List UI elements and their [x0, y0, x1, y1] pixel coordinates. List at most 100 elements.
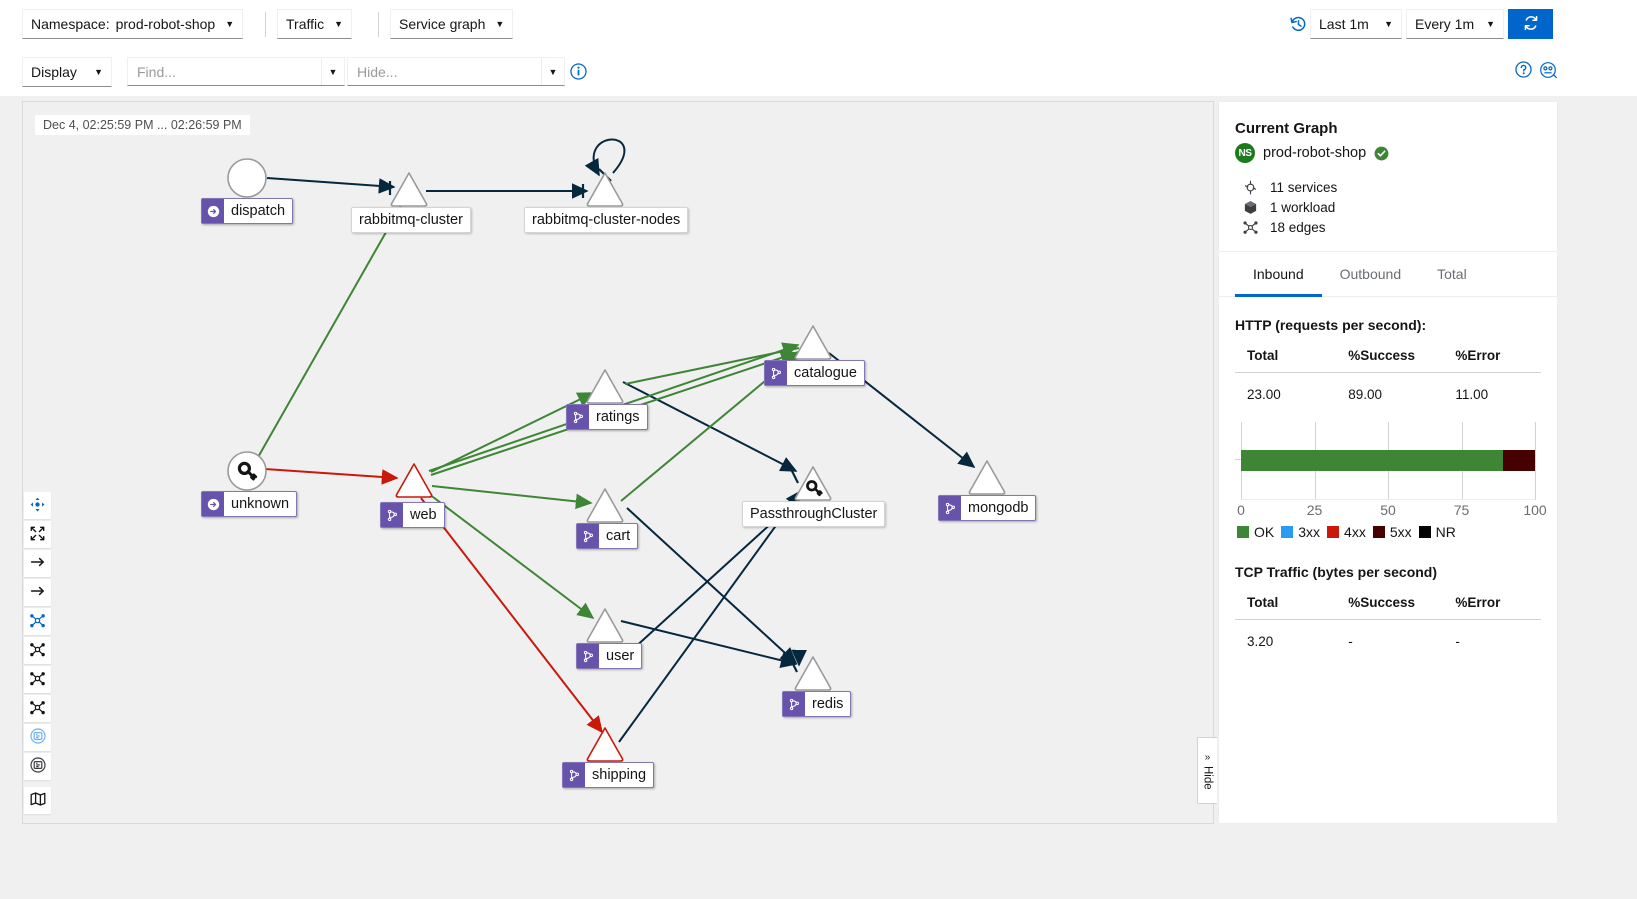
gridline-100	[1535, 422, 1536, 500]
layout-grid-button[interactable]	[24, 579, 51, 606]
node-ratings	[586, 369, 624, 404]
node-dispatch	[227, 158, 267, 198]
graph-legend-icon[interactable]	[1538, 60, 1558, 80]
layout-dagre-button[interactable]	[24, 550, 51, 577]
node-rabbitmq-cluster-nodes	[586, 172, 624, 207]
service-graph-canvas[interactable]: Dec 4, 02:25:59 PM ... 02:26:59 PM	[22, 101, 1214, 824]
expand-arrows-icon	[30, 526, 45, 544]
legend-swatch	[1237, 526, 1249, 538]
info-circle-icon[interactable]	[569, 62, 587, 80]
refresh-interval-selector[interactable]: Every 1m ▼	[1406, 9, 1504, 39]
hide-field-group[interactable]: ▼	[347, 57, 565, 86]
cell-http-total: 23.00	[1247, 387, 1281, 402]
node-label-text: dispatch	[231, 203, 286, 219]
namespace-selector[interactable]: Namespace: prod-robot-shop ▼	[22, 9, 244, 39]
node-label-user[interactable]: user	[576, 643, 643, 669]
edge-unknown-web	[264, 468, 399, 485]
edge-shipping-mongodb	[618, 489, 802, 743]
chevron-down-icon: ▼	[495, 18, 505, 29]
find-dropdown-toggle[interactable]: ▼	[321, 58, 344, 85]
edge-web-cart	[431, 485, 593, 510]
layout-breadthfirst-button[interactable]	[24, 666, 51, 693]
node-label-ratings[interactable]: ratings	[566, 404, 648, 430]
legend-item-ok[interactable]: OK	[1237, 524, 1274, 540]
graph-side-panel: Current Graph NS prod-robot-shop 11	[1218, 101, 1558, 824]
table-row: 3.20 - -	[1235, 620, 1541, 656]
layout-cola-button[interactable]	[24, 608, 51, 635]
node-cart	[586, 488, 624, 523]
legend-label: 3xx	[1298, 524, 1321, 540]
chart-axis-stub	[1235, 459, 1241, 460]
namespace-row: NS prod-robot-shop	[1235, 143, 1541, 177]
hide-input[interactable]	[348, 58, 541, 85]
legend-swatch	[1418, 526, 1431, 538]
tab-total[interactable]: Total	[1437, 266, 1467, 282]
node-label-unknown[interactable]: unknown	[201, 491, 298, 517]
tab-inbound[interactable]: Inbound	[1235, 252, 1322, 297]
drag-mode-button[interactable]	[24, 492, 51, 519]
node-label-mongodb[interactable]: mongodb	[938, 495, 1037, 521]
display-menu-button[interactable]: Display ▼	[22, 57, 112, 87]
minimap-button[interactable]	[24, 787, 51, 814]
chevron-down-icon: ▼	[1486, 18, 1495, 29]
node-web	[395, 463, 433, 498]
node-label-web[interactable]: web	[380, 502, 445, 528]
column-header-success: %Success	[1348, 343, 1456, 373]
question-circle-icon[interactable]	[1514, 60, 1532, 78]
legend-item-3xx[interactable]: 3xx	[1281, 524, 1320, 540]
node-label-redis[interactable]: redis	[782, 691, 852, 717]
namespace-box-button[interactable]	[24, 724, 51, 751]
layout-klay-button[interactable]	[24, 695, 51, 722]
toolbar-divider-1	[265, 12, 266, 37]
node-label-rabbitmq-cluster-nodes[interactable]: rabbitmq-cluster-nodes	[524, 207, 689, 233]
time-range-selector[interactable]: Last 1m ▼	[1310, 9, 1402, 39]
graph-type-selector[interactable]: Service graph ▼	[390, 9, 514, 39]
side-panel-title: Current Graph	[1235, 120, 1338, 137]
refresh-button[interactable]	[1508, 9, 1553, 39]
double-chevron-right-icon: »	[1204, 751, 1211, 763]
edge-dispatch-rabbitmq	[266, 177, 396, 194]
node-shipping	[586, 727, 624, 762]
find-input[interactable]	[128, 58, 321, 85]
fit-to-screen-button[interactable]	[24, 521, 51, 548]
hide-tab-label: Hide	[1201, 765, 1214, 790]
topology-icon	[30, 613, 45, 631]
node-label-shipping[interactable]: shipping	[562, 762, 655, 788]
side-panel-collapse-toggle[interactable]: » Hide	[1197, 737, 1217, 804]
http-rate-chart: 0 25 50 75 100	[1235, 422, 1547, 520]
namespace-value: prod-robot-shop	[115, 16, 216, 32]
tab-outbound[interactable]: Outbound	[1339, 266, 1402, 282]
history-icon[interactable]	[1288, 14, 1308, 34]
node-user	[586, 608, 624, 643]
node-label-passthroughcluster[interactable]: PassthroughCluster	[742, 501, 886, 527]
hide-dropdown-toggle[interactable]: ▼	[541, 58, 564, 85]
app-box-button[interactable]	[24, 753, 51, 780]
virtual-service-icon	[577, 644, 599, 668]
legend-item-5xx[interactable]: 5xx	[1372, 524, 1412, 540]
node-redis	[794, 656, 832, 691]
traffic-selector[interactable]: Traffic ▼	[277, 9, 353, 39]
bar-segment-ok	[1241, 450, 1503, 471]
table-header-row: Total %Success %Error	[1235, 590, 1541, 620]
edge-tick-4	[791, 470, 799, 484]
chart-x-axis: 0 25 50 75 100	[1237, 502, 1547, 520]
legend-item-nr[interactable]: NR	[1418, 524, 1456, 540]
node-label-dispatch[interactable]: dispatch	[201, 198, 294, 224]
node-label-cart[interactable]: cart	[576, 523, 639, 549]
legend-label: 4xx	[1344, 524, 1366, 540]
arrow-right-icon	[30, 584, 46, 601]
legend-item-4xx[interactable]: 4xx	[1327, 524, 1366, 540]
find-field-group[interactable]: ▼	[127, 57, 345, 86]
node-label-catalogue[interactable]: catalogue	[764, 360, 865, 386]
tcp-section-title: TCP Traffic (bytes per second)	[1235, 564, 1438, 580]
column-header-error: %Error	[1455, 343, 1541, 373]
display-label: Display	[31, 64, 77, 80]
chevron-down-icon: ▼	[328, 66, 338, 77]
virtual-service-icon	[563, 763, 585, 787]
node-label-text: rabbitmq-cluster-nodes	[532, 212, 681, 228]
node-label-rabbitmq-cluster[interactable]: rabbitmq-cluster	[351, 207, 471, 233]
bar-segment-5xx	[1502, 450, 1535, 471]
layout-concentric-button[interactable]	[24, 637, 51, 664]
box-circle-icon	[29, 757, 46, 776]
edge-rabbitmq-unknown	[256, 203, 403, 460]
